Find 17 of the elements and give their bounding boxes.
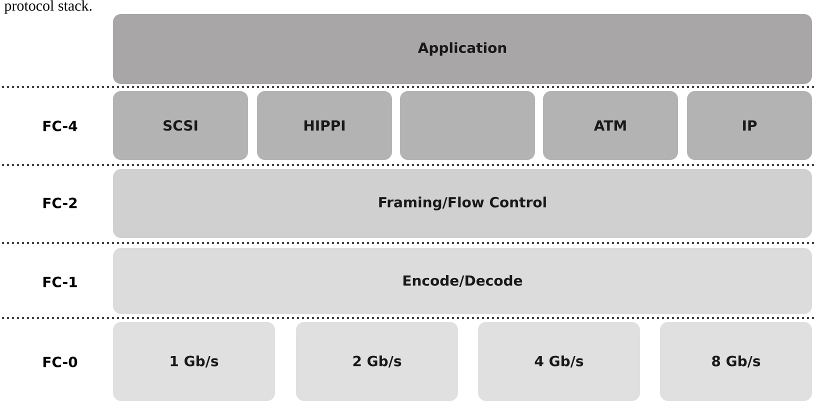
- layer-box: Application: [113, 14, 812, 84]
- protocol-box: SCSI: [113, 91, 248, 160]
- protocol-box: HIPPI: [257, 91, 392, 160]
- speed-box: 2 Gb/s: [296, 322, 458, 401]
- layer-box: Framing/Flow Control: [113, 168, 812, 238]
- protocol-box: ATM: [543, 91, 678, 160]
- layer-box: Encode/Decode: [113, 248, 812, 314]
- layer-label: FC-2: [43, 198, 77, 208]
- protocol-box: [400, 91, 535, 160]
- caption: protocol stack.: [4, 0, 92, 14]
- speed-box: 8 Gb/s: [660, 322, 812, 401]
- protocol-box: IP: [687, 91, 812, 160]
- speed-box: 1 Gb/s: [113, 322, 275, 401]
- layer-label: FC-1: [43, 276, 77, 288]
- layer-label: FC-4: [43, 120, 78, 132]
- layer-label: FC-0: [43, 356, 78, 368]
- speed-box: 4 Gb/s: [478, 322, 640, 401]
